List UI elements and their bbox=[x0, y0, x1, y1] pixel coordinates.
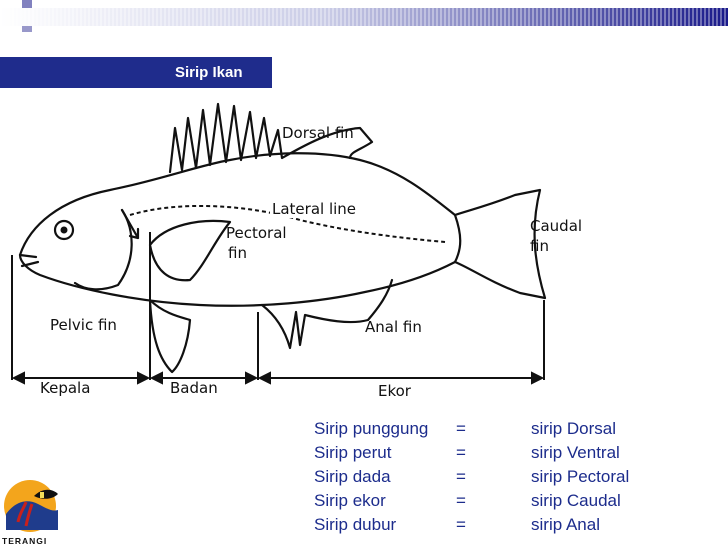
legend-equals: = bbox=[456, 491, 466, 510]
legend-term: Sirip punggung bbox=[314, 419, 429, 438]
legend-row: Sirip dada = sirip Pectoral bbox=[314, 465, 629, 489]
slide-title: Sirip Ikan bbox=[175, 64, 243, 81]
fish-anatomy-diagram: Dorsal fin Lateral line Pectoral fin Cau… bbox=[11, 102, 582, 400]
label-dorsal-fin: Dorsal fin bbox=[282, 124, 354, 142]
pectoral-fin bbox=[148, 219, 232, 282]
label-ekor: Ekor bbox=[378, 382, 412, 400]
terangi-logo: TERANGI bbox=[2, 480, 58, 546]
pelvic-fin bbox=[148, 298, 192, 374]
legend-row: Sirip perut = sirip Ventral bbox=[314, 441, 629, 465]
legend-meaning: sirip Ventral bbox=[531, 443, 620, 462]
legend-equals: = bbox=[456, 467, 466, 486]
legend-equals: = bbox=[456, 515, 466, 534]
legend-meaning: sirip Dorsal bbox=[531, 419, 617, 438]
fish-body-outline bbox=[18, 152, 547, 307]
label-badan: Badan bbox=[170, 379, 218, 397]
title-bar bbox=[0, 57, 272, 88]
legend-meaning: sirip Pectoral bbox=[531, 467, 630, 486]
eye bbox=[53, 219, 75, 241]
top-gradient-bar bbox=[0, 8, 728, 26]
legend-term: Sirip dubur bbox=[314, 515, 397, 534]
label-pectoral-fin-1: Pectoral bbox=[226, 224, 287, 242]
label-anal-fin: Anal fin bbox=[365, 318, 422, 336]
label-caudal-fin-2: fin bbox=[530, 237, 549, 255]
legend-term: Sirip ekor bbox=[314, 491, 386, 510]
legend-row: Sirip punggung = sirip Dorsal bbox=[314, 417, 629, 441]
lateral-line bbox=[129, 204, 446, 243]
label-pelvic-fin: Pelvic fin bbox=[50, 316, 117, 334]
legend-equals: = bbox=[456, 419, 466, 438]
logo-text: TERANGI bbox=[2, 536, 47, 546]
legend-term: Sirip dada bbox=[314, 467, 391, 486]
label-caudal-fin-1: Caudal bbox=[530, 217, 582, 235]
label-kepala: Kepala bbox=[40, 379, 90, 397]
legend-equals: = bbox=[456, 443, 466, 462]
dorsal-fin bbox=[168, 102, 374, 174]
legend-meaning: sirip Caudal bbox=[531, 491, 621, 510]
anal-fin bbox=[260, 278, 394, 350]
legend-meaning: sirip Anal bbox=[531, 515, 600, 534]
legend-row: Sirip ekor = sirip Caudal bbox=[314, 489, 629, 513]
legend-term: Sirip perut bbox=[314, 443, 392, 462]
label-pectoral-fin-2: fin bbox=[228, 244, 247, 262]
gill-cover bbox=[73, 208, 133, 291]
label-lateral-line: Lateral line bbox=[272, 200, 356, 218]
legend-row: Sirip dubur = sirip Anal bbox=[314, 513, 629, 537]
